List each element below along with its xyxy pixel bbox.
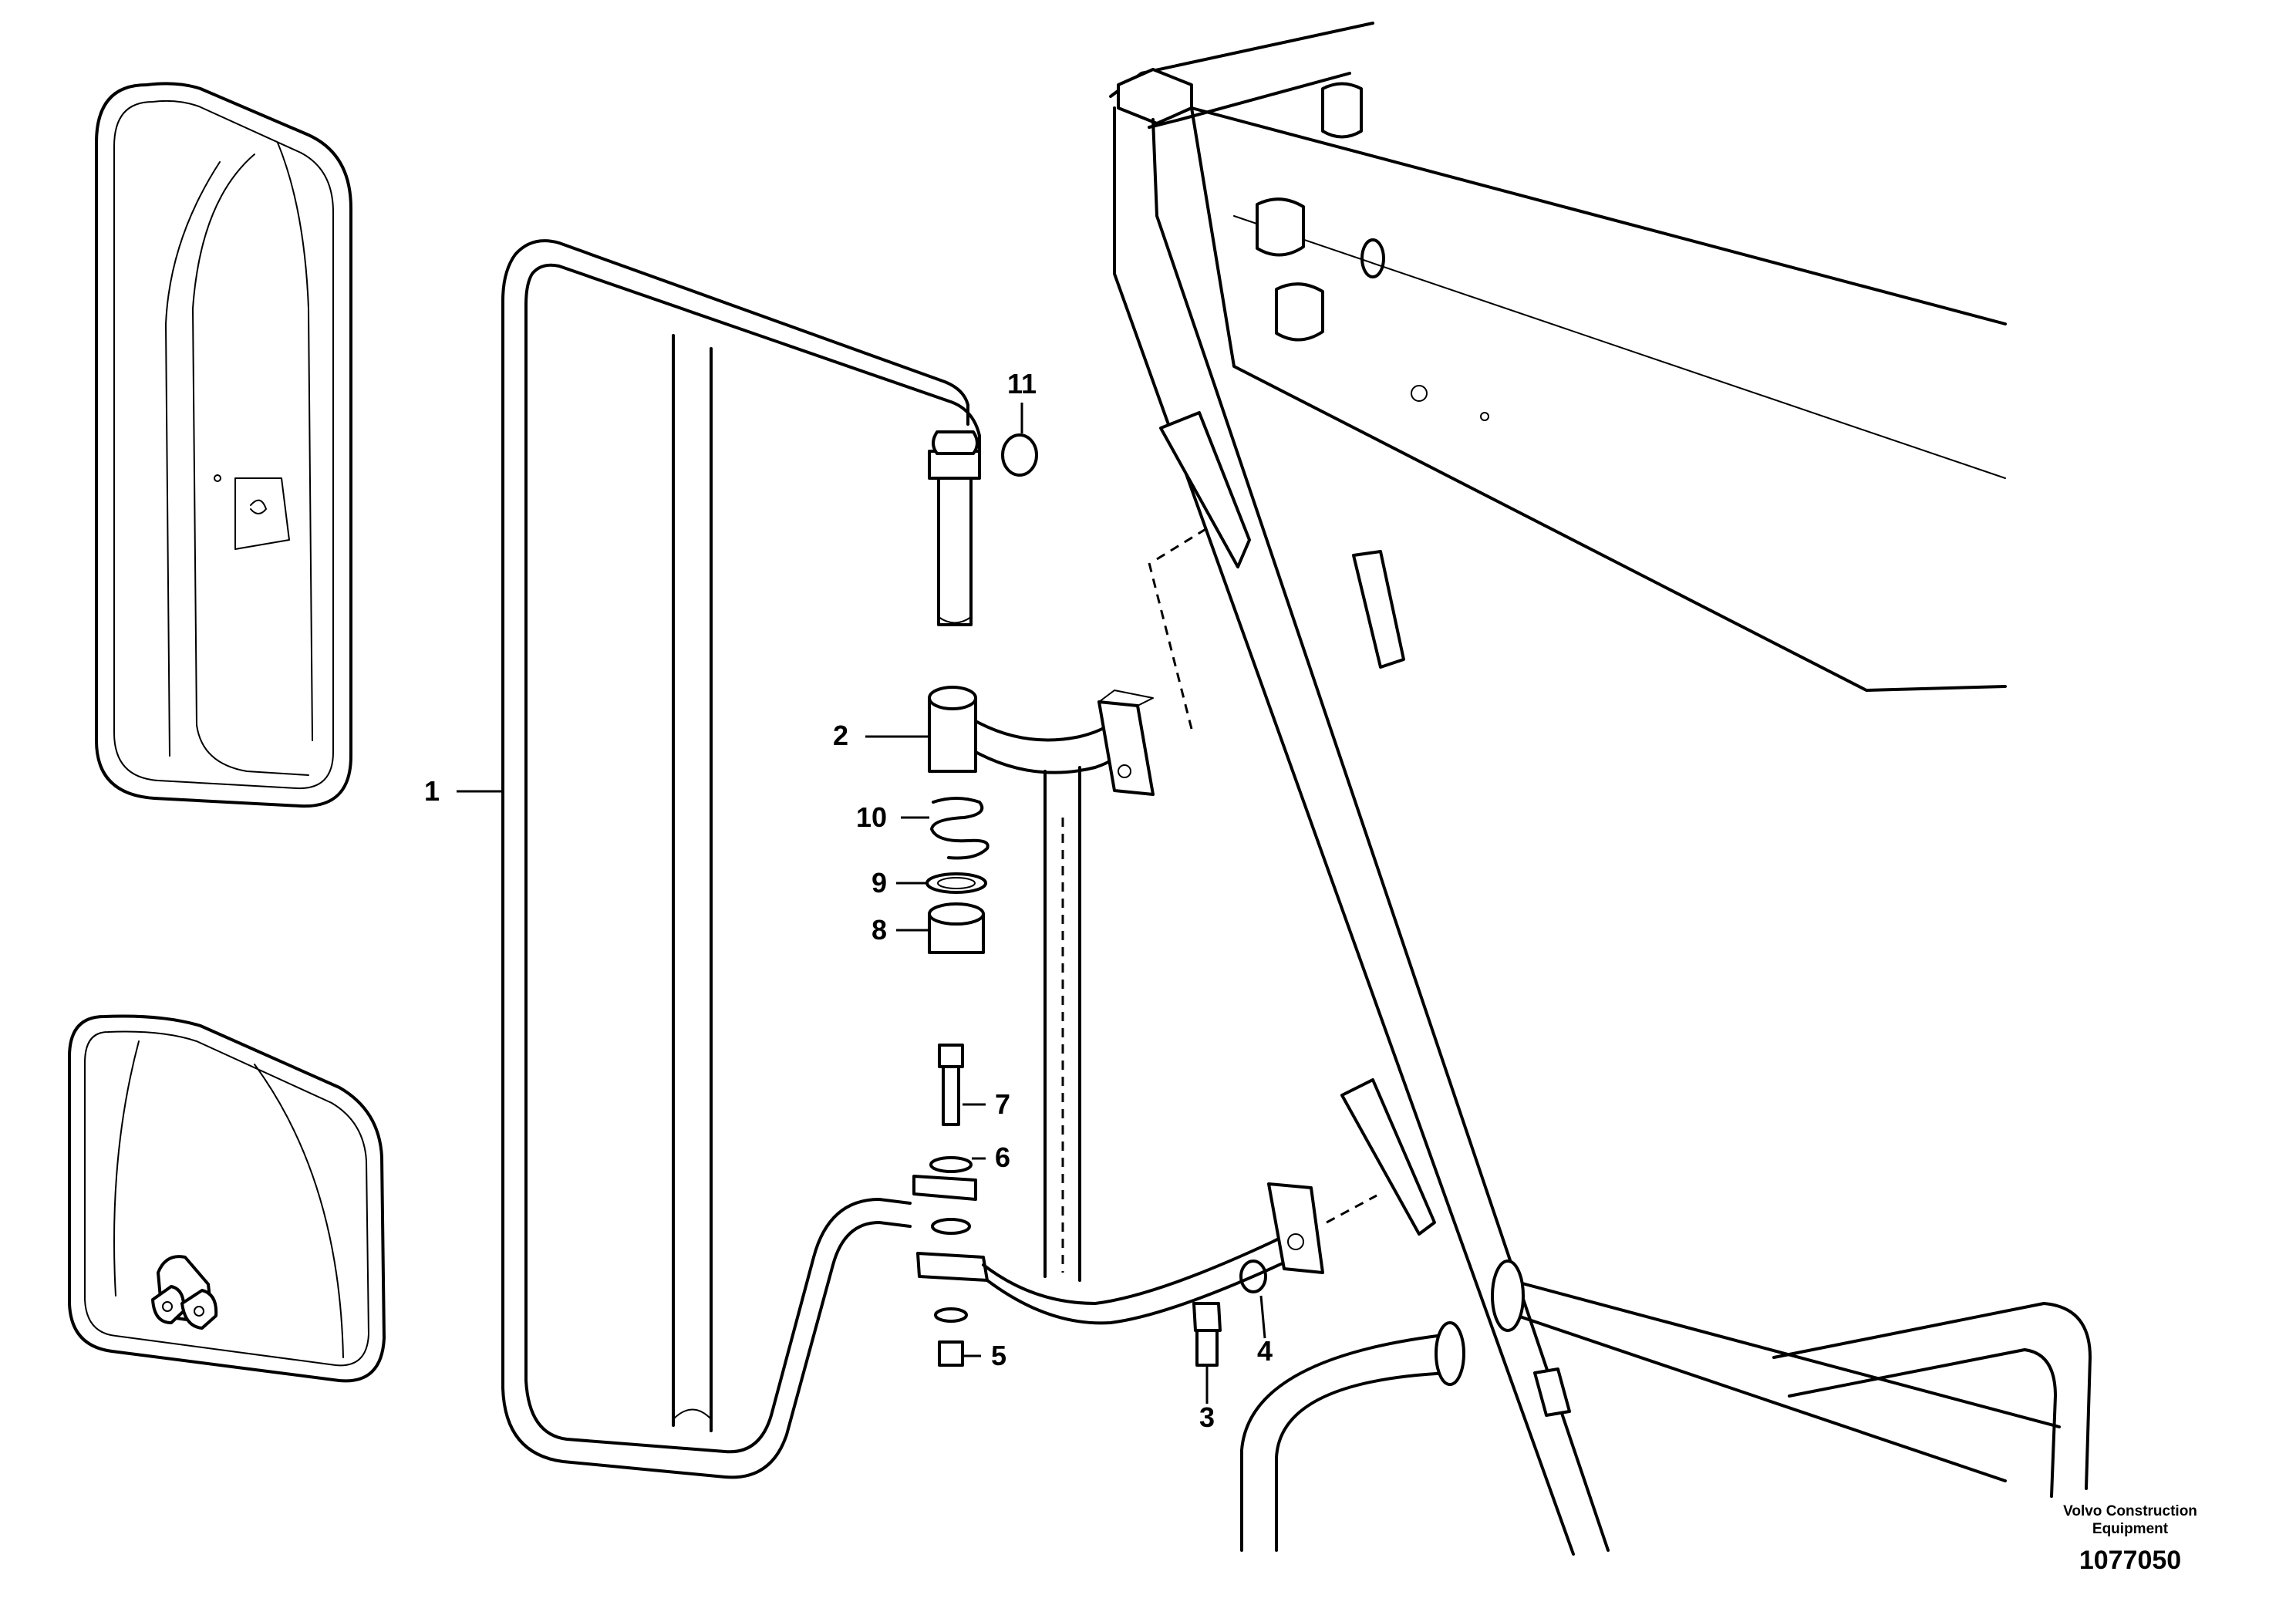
dashed-line-upper <box>1156 527 1208 561</box>
spring-washer-nut <box>925 797 990 954</box>
drawing-number: 1077050 <box>2079 1546 2182 1575</box>
callout-9: 9 <box>872 867 927 899</box>
cab-frame <box>1109 22 2092 1556</box>
callout-10: 10 <box>856 801 929 833</box>
mirror-wide <box>68 1014 386 1383</box>
dashed-line-vertical <box>1148 562 1193 730</box>
callout-11: 11 <box>1007 368 1037 433</box>
svg-text:11: 11 <box>1007 368 1037 400</box>
svg-text:9: 9 <box>872 867 887 899</box>
dashed-line-lower <box>1326 1194 1377 1224</box>
svg-text:5: 5 <box>991 1340 1006 1371</box>
handrail <box>501 239 981 1479</box>
callout-2: 2 <box>833 720 929 751</box>
mirror-rectangular <box>95 82 352 808</box>
pin-with-cap <box>928 430 1038 626</box>
svg-text:8: 8 <box>872 914 887 946</box>
lower-fasteners <box>912 1044 1324 1367</box>
callout-8: 8 <box>872 914 929 946</box>
callout-4: 4 <box>1257 1295 1273 1367</box>
callout-1: 1 <box>424 775 501 807</box>
svg-text:1: 1 <box>424 775 440 807</box>
svg-text:3: 3 <box>1199 1401 1215 1433</box>
svg-text:4: 4 <box>1257 1335 1273 1367</box>
callout-5: 5 <box>963 1340 1006 1371</box>
callout-6: 6 <box>972 1141 1010 1173</box>
svg-text:10: 10 <box>856 801 887 833</box>
callout-3: 3 <box>1199 1365 1215 1433</box>
svg-text:7: 7 <box>995 1088 1010 1120</box>
footer: Volvo Construction Equipment 1077050 <box>2049 1502 2211 1576</box>
svg-text:6: 6 <box>995 1141 1010 1173</box>
callout-7: 7 <box>963 1088 1010 1120</box>
brand-label: Volvo Construction Equipment <box>2063 1503 2197 1537</box>
bracket <box>928 686 1155 1282</box>
svg-text:2: 2 <box>833 720 848 751</box>
